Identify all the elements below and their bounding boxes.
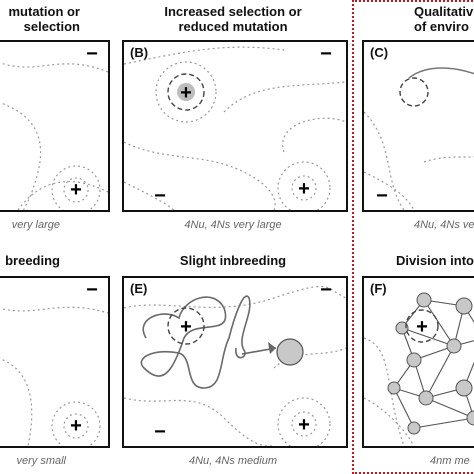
panel-f-plus: + — [416, 316, 428, 338]
panel-e-caption: 4Nu, 4Ns medium — [188, 455, 278, 467]
panel-b-caption: 4Nu, 4Ns very large — [184, 219, 282, 231]
panel-a-caption: very large — [11, 219, 60, 231]
panel-b-minus-bottom: − — [154, 185, 166, 207]
panel-c-minus: − — [376, 185, 388, 207]
panel-b-plus-bottom: + — [298, 178, 310, 200]
panel-e-new-population — [276, 338, 304, 366]
panel-b-population-dot — [177, 83, 195, 101]
panel-a: + − — [0, 40, 110, 212]
panel-f-edges — [393, 299, 474, 429]
panel-b-label: (B) — [130, 45, 149, 60]
panel-a-title-line2: selection — [23, 19, 80, 34]
panel-d: + − — [0, 276, 110, 448]
panel-c-contours: − — [364, 67, 474, 210]
panel-f-caption: 4nm me — [430, 455, 470, 467]
panel-c-title-line1: Qualitativ — [414, 4, 474, 19]
panel-e-label: (E) — [130, 281, 148, 296]
panel-a-title: mutation or selection — [0, 4, 81, 34]
panel-a-title-line1: mutation or — [8, 4, 81, 19]
panel-e-plus-bottom: + — [298, 414, 310, 436]
panel-c: − (C) — [362, 40, 474, 212]
panel-e-trajectory — [140, 295, 251, 389]
panel-c-title: Qualitativ of enviro — [414, 4, 474, 34]
panel-f-label: (F) — [370, 281, 387, 296]
panel-b-contours: + + − − — [124, 43, 346, 210]
panel-e-arrow-head — [268, 342, 276, 354]
panel-c-title-line2: of enviro — [414, 19, 469, 34]
panel-e: + + − − (E) — [122, 276, 348, 448]
panel-d-plus: + — [70, 415, 82, 437]
panel-c-caption: 4Nu, 4Ns ve — [414, 219, 474, 231]
panel-d-title: breeding — [5, 253, 60, 268]
panel-e-minus-bottom: − — [154, 421, 166, 443]
panel-e-title: Slight inbreeding — [179, 253, 287, 268]
panel-f-population-ring — [405, 309, 439, 343]
panel-a-minus: − — [86, 43, 98, 65]
panel-c-trajectory — [408, 67, 474, 79]
panel-b-minus-top: − — [320, 43, 332, 65]
panel-d-caption: very small — [16, 455, 66, 467]
panel-b-population-ring — [167, 73, 205, 111]
highlight-box — [352, 0, 474, 474]
panel-e-minus-top: − — [320, 279, 332, 301]
panel-e-plus-top: + — [180, 316, 192, 338]
panel-e-contours: + + − − — [124, 279, 346, 446]
panel-a-contours: + − — [0, 43, 108, 210]
panel-c-population-ring — [399, 77, 429, 107]
panel-f-title: Division into — [396, 253, 474, 268]
panel-b-plus-top: + — [180, 82, 192, 104]
panel-f-network: + — [364, 292, 474, 446]
panel-d-minus: − — [86, 279, 98, 301]
panel-b-title-line1: Increased selection or — [164, 4, 302, 19]
panel-f-nodes — [387, 292, 474, 435]
panel-b-title-line2: reduced mutation — [178, 19, 288, 34]
panel-f: + (F) — [362, 276, 474, 448]
panel-d-contours: + − — [0, 279, 108, 446]
panel-b-title: Increased selection or reduced mutation — [122, 4, 344, 34]
panel-b: + + − − (B) — [122, 40, 348, 212]
panel-e-population-ring — [167, 307, 205, 345]
panel-c-label: (C) — [370, 45, 389, 60]
panel-a-plus: + — [70, 179, 82, 201]
